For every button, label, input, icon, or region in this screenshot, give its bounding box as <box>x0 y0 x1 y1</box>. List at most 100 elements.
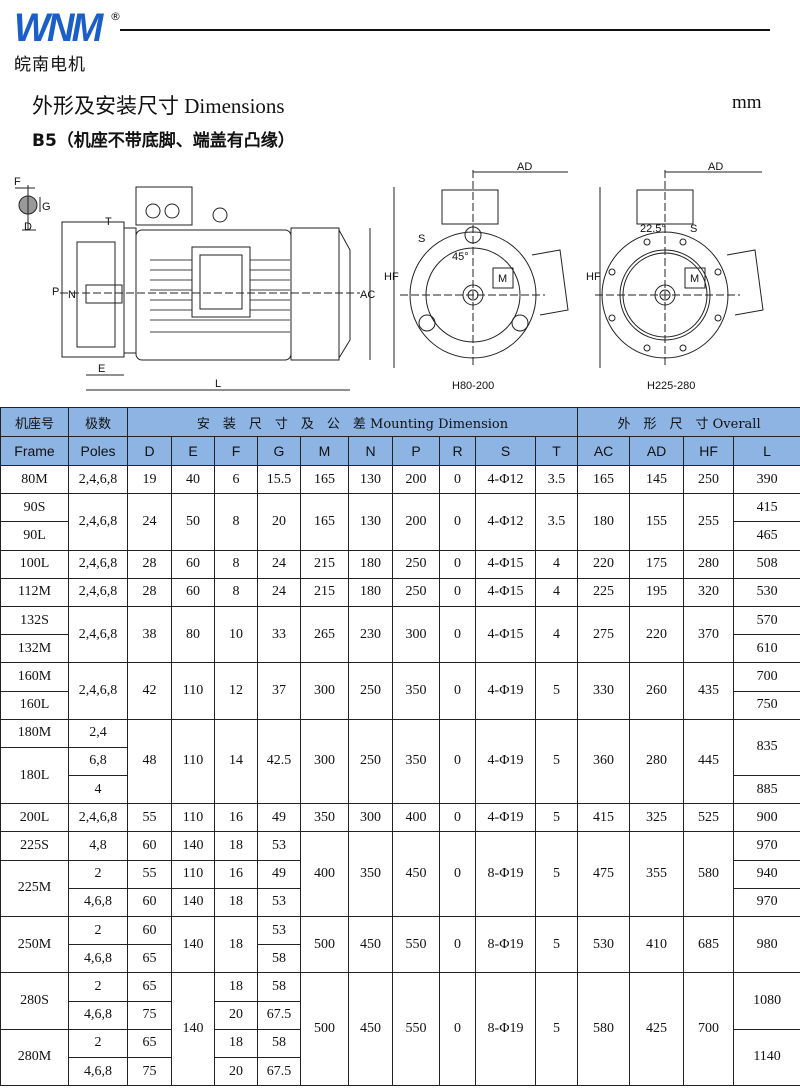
table-cell: 300 <box>300 718 349 805</box>
table-cell: 195 <box>629 577 685 607</box>
label-angle: 45° <box>452 251 469 263</box>
table-cell: 500 <box>300 972 349 1087</box>
front-view-h225-280: AD HF S 22.5° M H225-280 <box>586 161 764 392</box>
table-cell: 4,6,8 <box>68 1000 128 1030</box>
table-cell: 260 <box>629 662 685 720</box>
table-cell: 0 <box>439 605 476 664</box>
label-M: M <box>498 273 507 285</box>
table-cell: 140 <box>171 887 215 918</box>
header-rule <box>120 29 770 31</box>
table-cell: 180 <box>577 493 631 551</box>
table-cell: 580 <box>683 831 735 917</box>
table-cell: 5 <box>534 915 579 974</box>
table-cell: 165 <box>300 493 349 551</box>
table-cell: 0 <box>439 831 476 917</box>
table-cell: 110 <box>171 718 215 805</box>
table-cell: 4 <box>68 775 128 805</box>
table-cell: 5 <box>534 803 579 833</box>
table-cell: 65 <box>127 944 172 974</box>
brand-logo: WNM ® 皖南电机 <box>14 8 121 75</box>
table-cell: 4,6,8 <box>68 944 128 974</box>
table-cell: 60 <box>171 549 215 579</box>
table-cell: 14 <box>214 718 258 805</box>
label-N: N <box>68 289 76 301</box>
label-AD: AD <box>517 161 532 173</box>
table-cell: 980 <box>733 915 800 974</box>
table-cell: 500 <box>300 915 349 974</box>
label-AD: AD <box>708 161 723 173</box>
table-cell: 280 <box>683 549 735 579</box>
table-cell: 160M <box>0 662 69 692</box>
header-row-1: 机座号 极数 安 装 尺 寸 及 公 差 Mounting Dimension … <box>0 407 800 437</box>
table-cell: 42.5 <box>257 718 301 805</box>
table-cell: 140 <box>171 972 215 1087</box>
table-cell: 28 <box>127 549 172 579</box>
table-cell: 58 <box>257 944 301 974</box>
table-cell: 0 <box>439 577 476 607</box>
table-cell: 10 <box>214 605 258 664</box>
table-cell: 450 <box>348 972 393 1087</box>
header-frame-cn: 机座号 <box>0 407 69 437</box>
table-cell: 16 <box>214 803 258 833</box>
table-cell: 8-Φ19 <box>475 915 536 974</box>
table-cell: 60 <box>127 831 172 861</box>
table-cell: 8-Φ19 <box>475 831 536 917</box>
table-cell: 15.5 <box>257 464 301 495</box>
table-cell: 610 <box>733 634 800 664</box>
table-cell: 112M <box>0 577 69 607</box>
table-cell: 75 <box>127 1056 172 1087</box>
header-col-l: L <box>733 436 800 466</box>
table-cell: 2 <box>68 972 128 1002</box>
table-cell: 1080 <box>733 972 800 1030</box>
table-cell: 24 <box>257 577 301 607</box>
table-cell: 4-Φ15 <box>475 605 536 664</box>
table-cell: 130 <box>348 464 393 495</box>
table-cell: 250M <box>0 915 69 974</box>
table-cell: 250 <box>348 718 393 805</box>
table-cell: 530 <box>733 577 800 607</box>
table-cell: 18 <box>214 915 258 974</box>
table-cell: 330 <box>577 662 631 720</box>
table-cell: 475 <box>577 831 631 917</box>
table-cell: 2,4,6,8 <box>68 662 128 720</box>
table-cell: 180 <box>348 577 393 607</box>
label-HF: HF <box>586 271 601 283</box>
brand-name: 皖南电机 <box>14 55 86 75</box>
table-cell: 28 <box>127 577 172 607</box>
table-cell: 2,4,6,8 <box>68 493 128 551</box>
label-T: T <box>105 216 112 228</box>
table-cell: 900 <box>733 803 800 833</box>
table-cell: 215 <box>300 549 349 579</box>
table-cell: 2,4,6,8 <box>68 549 128 579</box>
table-cell: 0 <box>439 464 476 495</box>
table-cell: 570 <box>733 605 800 636</box>
table-cell: 175 <box>629 549 685 579</box>
table-cell: 230 <box>348 605 393 664</box>
table-cell: 24 <box>127 493 172 551</box>
table-cell: 220 <box>629 605 685 664</box>
table-cell: 180L <box>0 746 69 805</box>
table-cell: 132S <box>0 605 69 636</box>
table-cell: 48 <box>127 718 172 805</box>
table-cell: 415 <box>733 493 800 523</box>
table-cell: 2,4 <box>68 718 128 748</box>
table-cell: 38 <box>127 605 172 664</box>
header-poles-cn: 极数 <box>68 407 128 437</box>
table-cell: 4,8 <box>68 831 128 861</box>
header-mounting-dimension: 安 装 尺 寸 及 公 差 Mounting Dimension <box>126 407 579 437</box>
table-cell: 145 <box>629 464 685 495</box>
table-cell: 970 <box>733 831 800 861</box>
table-cell: 2,4,6,8 <box>68 803 128 833</box>
label-D: D <box>24 221 32 233</box>
header-col-hf: HF <box>683 436 735 466</box>
table-cell: 4,6,8 <box>68 887 128 918</box>
